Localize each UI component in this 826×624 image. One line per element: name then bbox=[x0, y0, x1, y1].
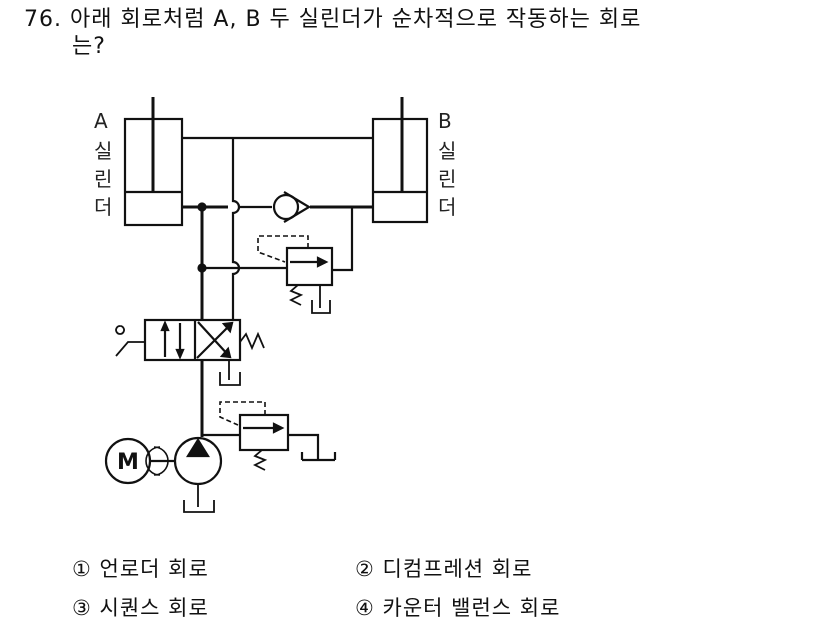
question-text: 아래 회로처럼 A, B 두 실린더가 순차적으로 작동하는 회로 bbox=[70, 7, 642, 32]
option-4[interactable]: ④ 카운터 밸런스 회로 bbox=[355, 596, 561, 620]
svg-text:린: 린 bbox=[94, 167, 112, 191]
directional-control-valve[interactable] bbox=[115, 318, 265, 386]
relief-valve bbox=[219, 401, 290, 471]
svg-text:린: 린 bbox=[438, 167, 456, 191]
svg-text:B: B bbox=[438, 109, 452, 133]
junction-dot bbox=[197, 202, 207, 212]
junction-dot bbox=[197, 263, 207, 273]
question-text-cont: 는? bbox=[72, 34, 106, 59]
question: 76. 아래 회로처럼 A, B 두 실린더가 순차적으로 작동하는 회로 는? bbox=[24, 6, 641, 60]
svg-text:더: 더 bbox=[94, 195, 112, 219]
cylinder-a bbox=[123, 97, 184, 227]
option-2[interactable]: ② 디컴프레션 회로 bbox=[355, 557, 533, 581]
motor[interactable]: M bbox=[104, 437, 175, 485]
question-number: 76. bbox=[24, 7, 62, 32]
svg-text:더: 더 bbox=[438, 195, 456, 219]
cylinder-b bbox=[371, 97, 429, 224]
option-1[interactable]: ① 언로더 회로 bbox=[72, 557, 209, 581]
svg-text:실: 실 bbox=[94, 139, 112, 163]
pump bbox=[173, 436, 223, 513]
svg-text:실: 실 bbox=[438, 139, 456, 163]
cylinder-a-label: A 실 린 더 bbox=[94, 109, 112, 219]
cylinder-b-label: B 실 린 더 bbox=[438, 109, 456, 219]
svg-text:M: M bbox=[117, 450, 139, 475]
hydraulic-lines bbox=[182, 136, 373, 462]
sequence-valve bbox=[257, 235, 334, 314]
check-valve bbox=[272, 191, 312, 223]
svg-text:A: A bbox=[94, 109, 108, 133]
option-3[interactable]: ③ 시퀀스 회로 bbox=[72, 596, 209, 620]
